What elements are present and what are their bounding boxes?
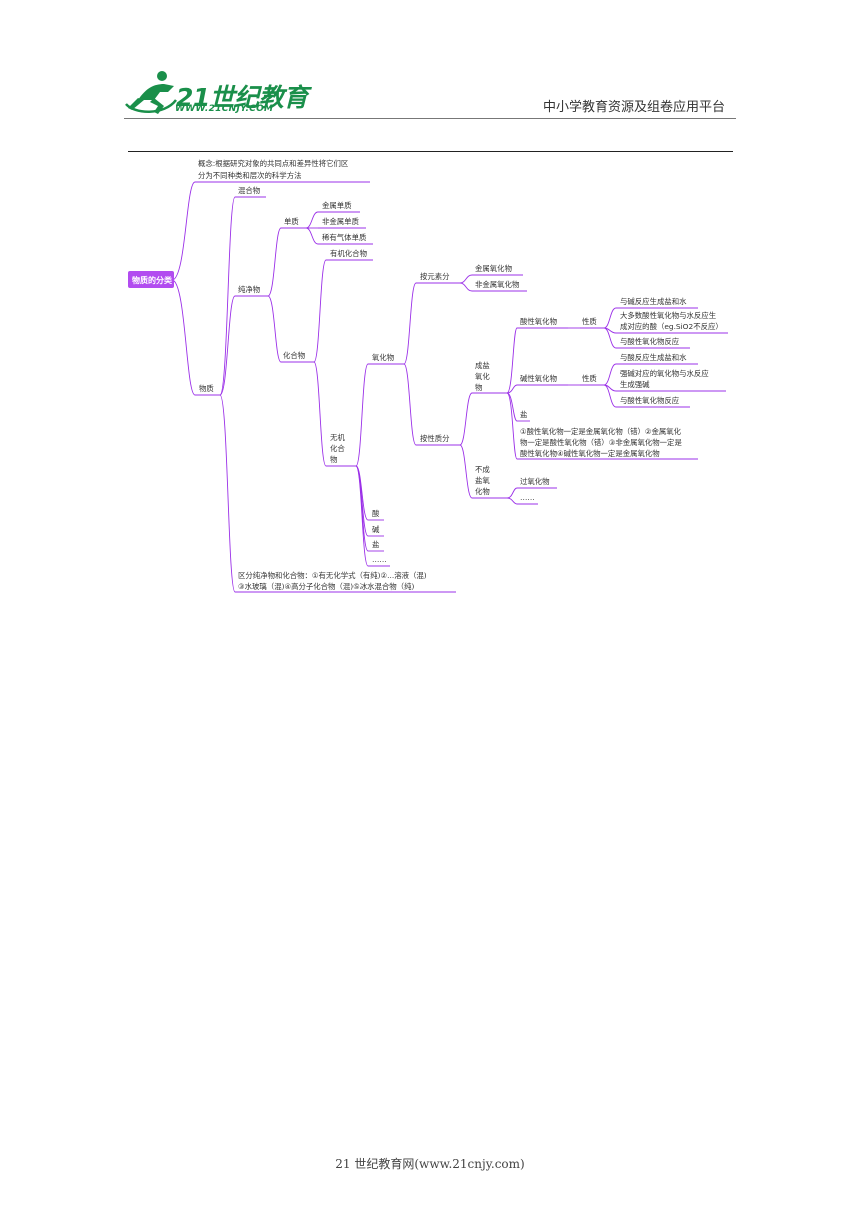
node-compound: 化合物 <box>283 351 306 360</box>
node-salt-forming-2: 氧化 <box>475 372 490 381</box>
node-salt-small: 盐 <box>520 410 528 419</box>
node-salt: 盐 <box>372 540 380 549</box>
acidic-prop-2a: 大多数酸性氧化物与水反应生 <box>620 311 716 320</box>
node-pure: 纯净物 <box>238 285 261 294</box>
node-peroxide: 过氧化物 <box>520 477 550 486</box>
basic-prop-2a: 强碱对应的氧化物与水反应 <box>620 369 709 378</box>
node-acidic-oxide: 酸性氧化物 <box>520 317 558 326</box>
edge-oxide <box>355 363 369 467</box>
edge-distinguish <box>219 394 236 593</box>
edge-dots <box>355 465 369 567</box>
node-salt-forming-1: 成盐 <box>475 361 490 370</box>
node-base: 碱 <box>372 525 380 534</box>
edge-organic <box>313 259 327 363</box>
edge-metal-simple <box>305 211 319 229</box>
edge-root-substance <box>171 279 196 396</box>
acidic-prop-2b: 成对应的酸（eg.SiO2不反应） <box>620 322 723 331</box>
node-basic-property: 性质 <box>582 374 597 383</box>
node-nonmetal-oxide: 非金属氧化物 <box>475 280 520 289</box>
footer-text: 21 世纪教育网(www.21cnjy.com) <box>335 1157 525 1171</box>
edge-non-salt-forming <box>459 444 473 499</box>
basic-prop-1: 与酸反应生成盐和水 <box>620 353 687 362</box>
node-basic-oxide: 碱性氧化物 <box>520 374 558 383</box>
edge-by-property <box>403 363 417 446</box>
judge-line1: ①酸性氧化物一定是金属氧化物（错）②金属氧化 <box>520 427 682 436</box>
header-divider <box>124 118 736 119</box>
logo-text: 21世纪教育 <box>176 83 308 112</box>
node-inorganic-2: 化合 <box>330 444 345 453</box>
node-peroxide-more: …… <box>520 493 535 502</box>
node-by-element: 按元素分 <box>420 272 450 281</box>
node-acid: 酸 <box>372 509 380 518</box>
edge-by-element <box>403 282 417 365</box>
node-dots: …… <box>372 555 387 564</box>
acidic-prop-1: 与碱反应生成盐和水 <box>620 297 687 306</box>
concept-line1: 概念:根据研究对象的共同点和差异性将它们区 <box>198 159 349 168</box>
edge-inorganic <box>313 361 327 467</box>
root-label: 物质的分类 <box>132 275 172 285</box>
basic-prop-2b: 生成强碱 <box>620 380 650 389</box>
node-by-property: 按性质分 <box>420 434 450 443</box>
edge-root-concept <box>171 181 196 281</box>
edge-simple <box>267 227 282 297</box>
node-substance: 物质 <box>199 384 214 393</box>
node-oxide: 氧化物 <box>372 353 395 362</box>
node-inorganic-3: 物 <box>330 455 338 464</box>
node-non-salt-1: 不成 <box>475 465 490 474</box>
judge-line2: 物一定是酸性氧化物（错）③非金属氧化物一定是 <box>520 438 682 447</box>
edge-compound <box>267 295 282 363</box>
node-non-salt-2: 盐氧 <box>475 476 490 485</box>
concept-line2: 分为不同种类和层次的科学方法 <box>198 171 301 180</box>
edge-base <box>355 465 369 537</box>
root-node <box>128 271 174 288</box>
edge-noble <box>305 227 319 245</box>
node-nonmetal-simple: 非金属单质 <box>322 217 360 226</box>
content-divider <box>128 151 733 152</box>
distinguish-line2: ③水玻璃（混)④高分子化合物（混)⑤冰水混合物（纯) <box>238 582 414 591</box>
node-simple: 单质 <box>284 217 299 226</box>
edge-mixture <box>219 196 236 396</box>
platform-title: 中小学教育资源及组卷应用平台 <box>542 100 725 115</box>
judge-line3: 酸性氧化物④碱性氧化物一定是金属氧化物 <box>520 449 660 458</box>
node-inorganic-1: 无机 <box>330 433 345 442</box>
logo-runner-icon <box>125 71 177 114</box>
logo-url: WWW.21CNJY.COM <box>175 104 274 114</box>
node-noble-gas: 稀有气体单质 <box>322 233 367 242</box>
acidic-prop-3: 与酸性氧化物反应 <box>620 337 680 346</box>
node-mixture: 混合物 <box>238 186 261 195</box>
distinguish-line1: 区分纯净物和化合物：①有无化学式（有纯)②...溶液（混) <box>238 571 427 580</box>
edge-salt <box>355 465 369 552</box>
edge-pure <box>219 295 236 396</box>
node-salt-forming-3: 物 <box>475 383 483 392</box>
node-acidic-property: 性质 <box>582 317 597 326</box>
edge-salt-forming <box>459 392 473 446</box>
node-metal-oxide: 金属氧化物 <box>475 264 513 273</box>
node-non-salt-3: 化物 <box>475 487 490 496</box>
node-metal-simple: 金属单质 <box>322 201 352 210</box>
node-organic: 有机化合物 <box>330 249 368 258</box>
basic-prop-3: 与酸性氧化物反应 <box>620 396 680 405</box>
